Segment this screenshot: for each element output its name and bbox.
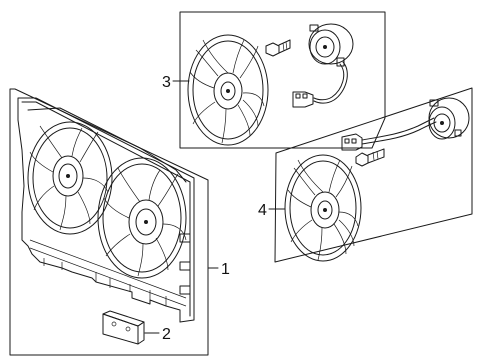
callout-label-1: 1 — [221, 261, 230, 278]
callout-label-4: 4 — [258, 202, 267, 219]
motor-upper-icon — [292, 23, 354, 108]
bolt-upper-icon — [265, 39, 291, 57]
callout-1: 1 — [207, 261, 230, 278]
panel-upper-fan — [179, 11, 386, 149]
callout-3: 3 — [162, 74, 190, 91]
connector-lower-icon — [341, 117, 437, 151]
fan-blade-motor-lower-icon — [284, 154, 362, 262]
callout-2: 2 — [144, 326, 171, 343]
panel-shroud — [9, 88, 209, 356]
fan-shroud-assembly-icon — [17, 97, 195, 323]
callout-4: 4 — [258, 202, 286, 219]
callout-label-3: 3 — [162, 74, 171, 91]
bracket-clip-icon — [102, 310, 145, 345]
panel-lower-fan — [274, 87, 473, 263]
fan-blade-motor-upper-icon — [187, 34, 269, 146]
bolt-lower-icon — [355, 148, 385, 167]
motor-lower-icon — [428, 97, 470, 140]
callout-label-2: 2 — [162, 326, 171, 343]
